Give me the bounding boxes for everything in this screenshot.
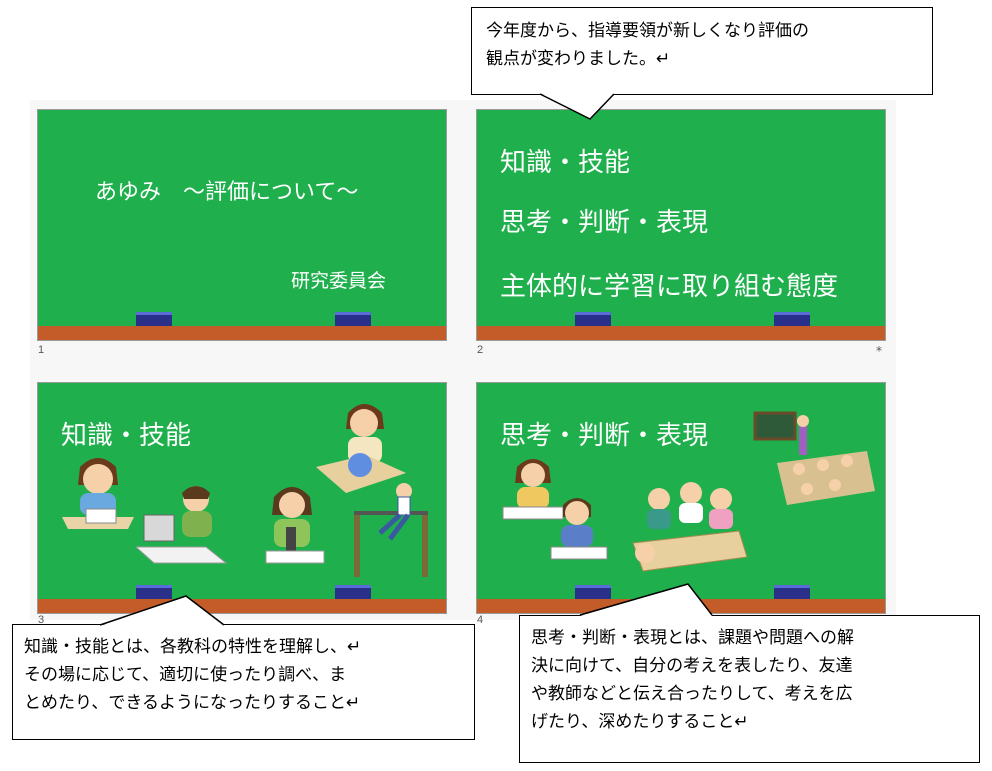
student-thinking-illustration bbox=[502, 459, 564, 520]
eraser bbox=[335, 312, 371, 326]
slide-thumbnail-3[interactable]: 知識・技能 bbox=[37, 382, 447, 614]
student-exercise-illustration bbox=[354, 483, 428, 577]
eraser bbox=[774, 312, 810, 326]
slide-title: 思考・判断・表現 bbox=[500, 421, 709, 451]
slide-thumbnail-1[interactable]: あゆみ ～評価について～ 研究委員会 bbox=[37, 109, 447, 341]
callout-top: 今年度から、指導要領が新しくなり評価の 観点が変わりました。↵ bbox=[471, 7, 933, 95]
slide-thumbnail-4[interactable]: 思考・判断・表現 bbox=[476, 382, 886, 614]
slide-line: 知識・技能 bbox=[500, 148, 631, 178]
eraser bbox=[575, 312, 611, 326]
eraser bbox=[774, 585, 810, 599]
slide-thumbnail-2[interactable]: 知識・技能 思考・判断・表現 主体的に学習に取り組む態度 bbox=[476, 109, 886, 341]
slide-title: 知識・技能 bbox=[61, 421, 192, 451]
slide-number: 2 bbox=[477, 344, 484, 356]
slide-number: 4 bbox=[477, 614, 484, 626]
callout-line: その場に応じて、適切に使ったり調べ、ま bbox=[24, 665, 347, 685]
student-reading-illustration bbox=[62, 458, 134, 529]
callout-thinking: 思考・判断・表現とは、課題や問題への解 決に向けて、自分の考えを表したり、友達 … bbox=[519, 615, 980, 763]
student-microscope-illustration bbox=[265, 487, 325, 564]
slide-title: あゆみ ～評価について～ bbox=[95, 180, 359, 205]
student-computer-illustration bbox=[136, 486, 228, 564]
slide-number: 1 bbox=[38, 344, 45, 356]
callout-line: 決に向けて、自分の考えを表したり、友達 bbox=[531, 656, 853, 676]
callout-knowledge-tail bbox=[99, 595, 225, 626]
eraser bbox=[335, 585, 371, 599]
slide-number: 3 bbox=[38, 614, 45, 626]
callout-thinking-tail bbox=[579, 583, 713, 616]
slide-line: 主体的に学習に取り組む態度 bbox=[500, 272, 839, 302]
animation-marker: * bbox=[876, 344, 882, 358]
chalk-ledge bbox=[38, 599, 446, 613]
eraser bbox=[575, 585, 611, 599]
callout-knowledge: 知識・技能とは、各教科の特性を理解し、↵ その場に応じて、適切に使ったり調べ、ま… bbox=[12, 624, 475, 740]
chalk-ledge bbox=[38, 326, 446, 340]
eraser bbox=[136, 585, 172, 599]
callout-line: 今年度から、指導要領が新しくなり評価の bbox=[486, 21, 809, 41]
student-sewing-illustration bbox=[316, 404, 406, 493]
callout-line: や教師などと伝え合ったりして、考えを広 bbox=[531, 684, 853, 704]
callout-line: 知識・技能とは、各教科の特性を理解し、↵ bbox=[24, 637, 362, 657]
group-discussion-illustration bbox=[632, 482, 748, 572]
classroom-illustration bbox=[753, 411, 875, 505]
student-writing-illustration bbox=[550, 498, 608, 560]
chalk-ledge bbox=[477, 326, 885, 340]
slide-line: 思考・判断・表現 bbox=[500, 208, 709, 238]
callout-line: とめたり、できるようになったりすること↵ bbox=[24, 693, 361, 713]
slide-subtitle: 研究委員会 bbox=[291, 270, 387, 292]
callout-top-tail bbox=[539, 93, 615, 120]
callout-line: 観点が変わりました。↵ bbox=[486, 49, 671, 69]
callout-line: 思考・判断・表現とは、課題や問題への解 bbox=[531, 628, 854, 648]
eraser bbox=[136, 312, 172, 326]
callout-line: げたり、深めたりすること↵ bbox=[531, 712, 749, 732]
